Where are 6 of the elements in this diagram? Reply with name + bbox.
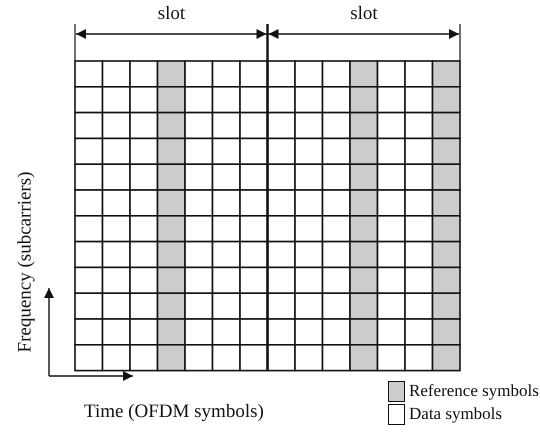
slot-label: slot xyxy=(158,4,186,24)
legend-label: Reference symbols xyxy=(409,381,539,401)
axis-label: Frequency (subcarriers) xyxy=(14,172,35,352)
legend-label: Data symbols xyxy=(409,404,502,424)
axis-label: Time (OFDM symbols) xyxy=(84,402,264,422)
slot-label: slot xyxy=(350,4,378,24)
